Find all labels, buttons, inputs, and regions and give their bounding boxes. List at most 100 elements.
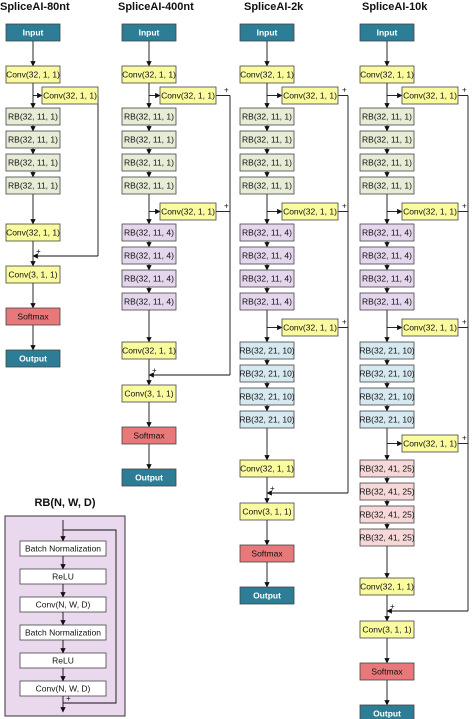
rb-legend-layer-label: Conv(N, W, D): [36, 684, 91, 694]
residual-block-shape: [359, 364, 415, 383]
conv-block-label: Conv(32, 1, 1): [360, 70, 414, 80]
residual-sum-plus: +: [224, 202, 229, 211]
residual-block: RB(32, 11, 4): [359, 223, 415, 242]
residual-block-label: RB(32, 11, 4): [124, 251, 174, 261]
residual-block-shape: [359, 459, 415, 478]
residual-block-shape: [239, 153, 295, 172]
residual-block-label: RB(32, 41, 25): [359, 533, 414, 543]
residual-block-label: RB(32, 11, 4): [124, 274, 174, 284]
column-title-400nt: SpliceAI-400nt: [118, 1, 194, 13]
conv-block: Conv(32, 1, 1): [401, 86, 459, 105]
conv-block-shape: [359, 65, 415, 84]
residual-sum-plus: +: [462, 86, 467, 95]
residual-block: RB(32, 41, 25): [359, 505, 415, 524]
conv-block-label: Conv(32, 1, 1): [43, 91, 97, 101]
residual-block: RB(32, 21, 10): [359, 364, 415, 383]
rb-legend-plus: +: [66, 694, 71, 703]
residual-block: RB(32, 11, 1): [5, 176, 61, 195]
residual-block: RB(32, 11, 1): [359, 153, 415, 172]
residual-block-shape: [359, 341, 415, 360]
output-block: Output: [239, 586, 295, 605]
residual-block-label: RB(32, 11, 1): [242, 112, 292, 122]
residual-block-shape: [359, 107, 415, 126]
residual-sum-plus: +: [224, 86, 229, 95]
conv-block-label: Conv(3, 1, 1): [242, 507, 291, 517]
residual-block: RB(32, 11, 4): [121, 292, 177, 311]
column-title-2k: SpliceAI-2k: [244, 1, 304, 13]
residual-block-shape: [239, 223, 295, 242]
residual-block-label: RB(32, 11, 4): [124, 297, 174, 307]
rb-legend-panel: RB(N, W, D) Batch NormalizationReLUConv(…: [4, 497, 126, 717]
conv-block: Conv(32, 1, 1): [281, 318, 339, 337]
conv-block-label: Conv(32, 1, 1): [283, 323, 337, 333]
conv-block-label: Conv(32, 1, 1): [403, 439, 457, 449]
softmax-block-label: Softmax: [251, 549, 283, 559]
column-title-80nt: SpliceAI-80nt: [0, 1, 70, 13]
conv-block: Conv(32, 1, 1): [359, 65, 415, 84]
rb-legend-skip: [63, 529, 117, 704]
input-block: Input: [359, 23, 415, 42]
residual-block: RB(32, 11, 4): [359, 246, 415, 265]
conv-block-shape: [401, 434, 459, 453]
residual-block-label: RB(32, 11, 1): [8, 181, 58, 191]
residual-block-label: RB(32, 11, 4): [242, 228, 292, 238]
conv-block-shape: [359, 620, 415, 639]
softmax-block: Softmax: [5, 307, 61, 326]
residual-block-shape: [5, 153, 61, 172]
rb-legend-layer-label: Conv(N, W, D): [36, 600, 91, 610]
residual-block-label: RB(32, 21, 10): [239, 392, 294, 402]
residual-block: RB(32, 11, 1): [121, 130, 177, 149]
residual-block-label: RB(32, 11, 4): [362, 274, 412, 284]
residual-block-label: RB(32, 11, 1): [362, 181, 412, 191]
softmax-block: Softmax: [359, 662, 415, 681]
conv-block: Conv(3, 1, 1): [359, 620, 415, 639]
input-block-shape: [239, 23, 295, 42]
residual-block-shape: [121, 223, 177, 242]
rb-legend-layer: Batch Normalization: [19, 540, 107, 557]
residual-block-shape: [121, 107, 177, 126]
residual-block: RB(32, 11, 1): [359, 107, 415, 126]
residual-block: RB(32, 11, 1): [239, 107, 295, 126]
input-block: Input: [239, 23, 295, 42]
output-block-shape: [121, 468, 177, 487]
residual-block: RB(32, 11, 1): [5, 130, 61, 149]
conv-block: Conv(32, 1, 1): [401, 318, 459, 337]
softmax-block-label: Softmax: [133, 431, 165, 441]
conv-block-label: Conv(32, 1, 1): [360, 582, 414, 592]
conv-block-label: Conv(32, 1, 1): [403, 323, 457, 333]
conv-block-shape: [359, 577, 415, 596]
residual-block-label: RB(32, 21, 10): [359, 346, 414, 356]
softmax-block-shape: [121, 426, 177, 445]
conv-block-label: Conv(32, 1, 1): [6, 228, 60, 238]
input-block: Input: [5, 23, 61, 42]
softmax-block-label: Softmax: [371, 667, 403, 677]
rb-legend-layer: ReLU: [19, 652, 107, 669]
residual-sum-plus: +: [342, 86, 347, 95]
residual-block-shape: [121, 292, 177, 311]
rb-legend-layer: Batch Normalization: [19, 624, 107, 641]
residual-block-label: RB(32, 11, 1): [124, 112, 174, 122]
residual-block: RB(32, 11, 1): [359, 176, 415, 195]
conv-block: Conv(32, 1, 1): [5, 223, 61, 242]
conv-block: Conv(32, 1, 1): [159, 202, 217, 221]
residual-block: RB(32, 11, 1): [359, 130, 415, 149]
residual-block-shape: [239, 341, 295, 360]
rb-legend-layer-label: ReLU: [52, 572, 74, 582]
residual-block-label: RB(32, 11, 1): [362, 112, 412, 122]
output-block-label: Output: [373, 709, 401, 719]
conv-block: Conv(32, 1, 1): [281, 86, 339, 105]
residual-block-shape: [5, 130, 61, 149]
conv-block-label: Conv(32, 1, 1): [161, 91, 215, 101]
conv-block-shape: [281, 202, 339, 221]
residual-block-shape: [121, 176, 177, 195]
residual-sum-plus: +: [342, 318, 347, 327]
conv-block: Conv(32, 1, 1): [281, 202, 339, 221]
conv-block-shape: [401, 202, 459, 221]
residual-sum-plus: +: [462, 318, 467, 327]
residual-block-shape: [239, 269, 295, 288]
residual-block-label: RB(32, 21, 10): [359, 369, 414, 379]
rb-legend-title: RB(N, W, D): [34, 497, 95, 509]
residual-sum-plus: +: [36, 247, 41, 256]
conv-block: Conv(32, 1, 1): [401, 202, 459, 221]
rb-legend-layer-label: ReLU: [52, 656, 74, 666]
